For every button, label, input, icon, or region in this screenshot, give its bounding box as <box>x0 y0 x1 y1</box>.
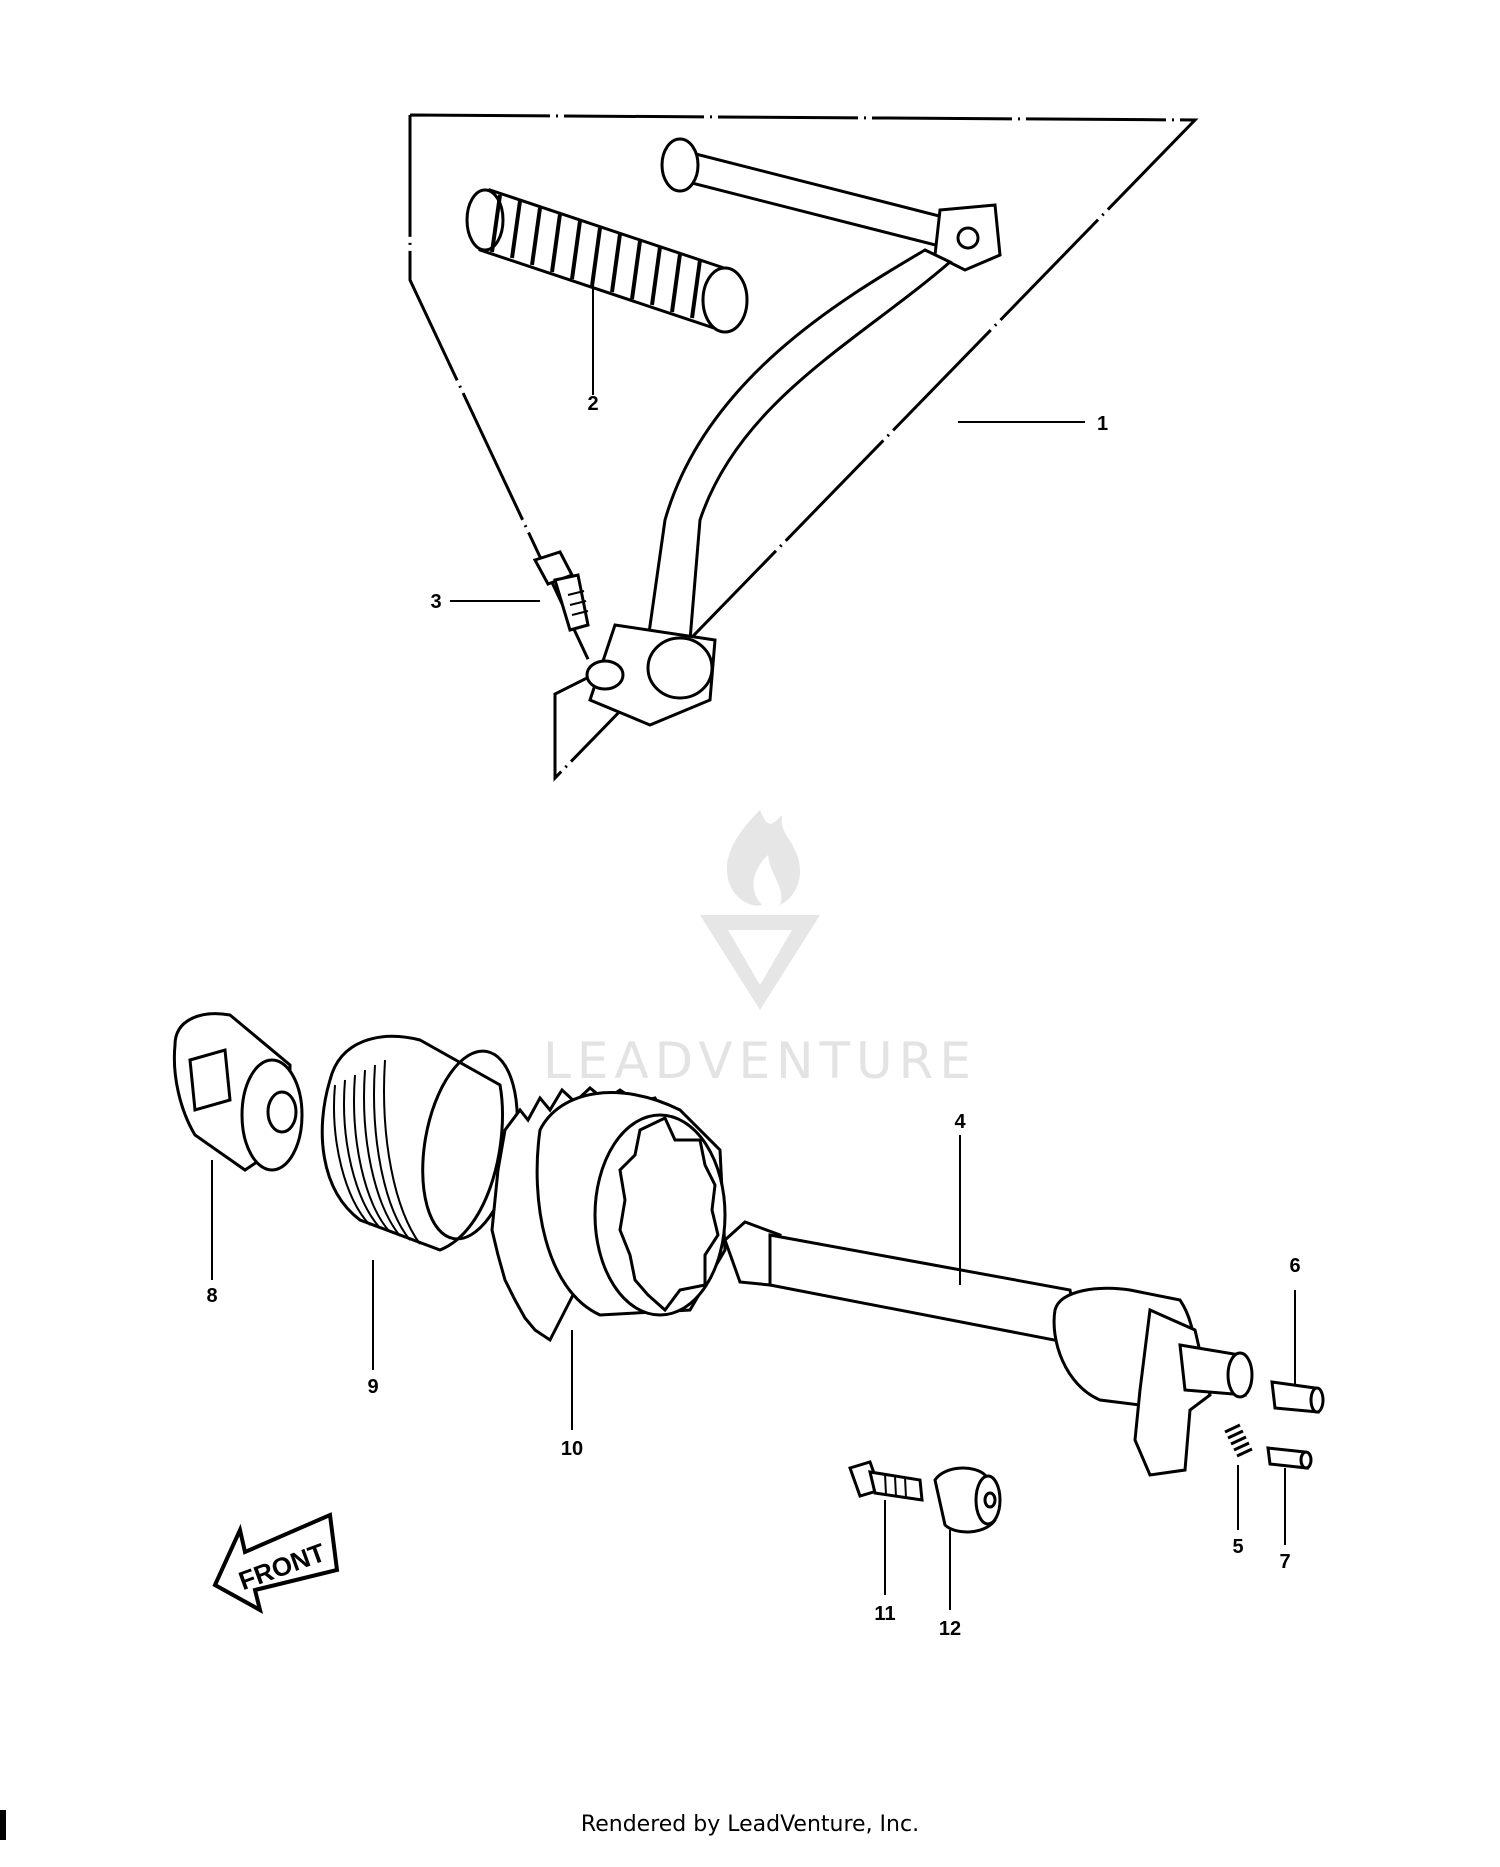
watermark-logo <box>700 810 820 1010</box>
callout-3: 3 <box>430 591 441 613</box>
footer-credit: Rendered by LeadVenture, Inc. <box>580 1812 920 1837</box>
leader-lines <box>211 285 1296 1610</box>
callout-11: 11 <box>874 1603 895 1625</box>
pedal-clamp-bolt <box>532 550 590 632</box>
callout-10: 10 <box>561 1438 583 1460</box>
callout-8: 8 <box>206 1285 217 1307</box>
kick-gear <box>490 1086 727 1343</box>
callout-1: 1 <box>1097 413 1108 435</box>
stopper-bolt <box>848 1460 924 1502</box>
callout-12: 12 <box>939 1618 961 1640</box>
bushing <box>172 1012 304 1172</box>
pedal-rubber <box>465 188 749 334</box>
kick-shaft <box>723 1220 1254 1477</box>
callout-6: 6 <box>1289 1255 1300 1277</box>
callout-4: 4 <box>954 1111 966 1133</box>
callout-7: 7 <box>1279 1551 1290 1573</box>
callout-2: 2 <box>587 393 598 415</box>
edge-mark <box>0 1810 6 1840</box>
pin-7 <box>1266 1446 1313 1470</box>
group-outline-upper <box>408 113 1199 782</box>
collar <box>933 1466 1002 1534</box>
callout-5: 5 <box>1232 1536 1243 1558</box>
kick-spring <box>320 1034 519 1252</box>
watermark-text: LEADVENTURE <box>543 1032 977 1090</box>
callout-9: 9 <box>367 1376 378 1398</box>
spring <box>1224 1423 1253 1458</box>
kick-pedal-lever <box>585 137 1002 727</box>
pin-6 <box>1270 1380 1325 1414</box>
front-direction-arrow: FRONT <box>212 1512 340 1614</box>
